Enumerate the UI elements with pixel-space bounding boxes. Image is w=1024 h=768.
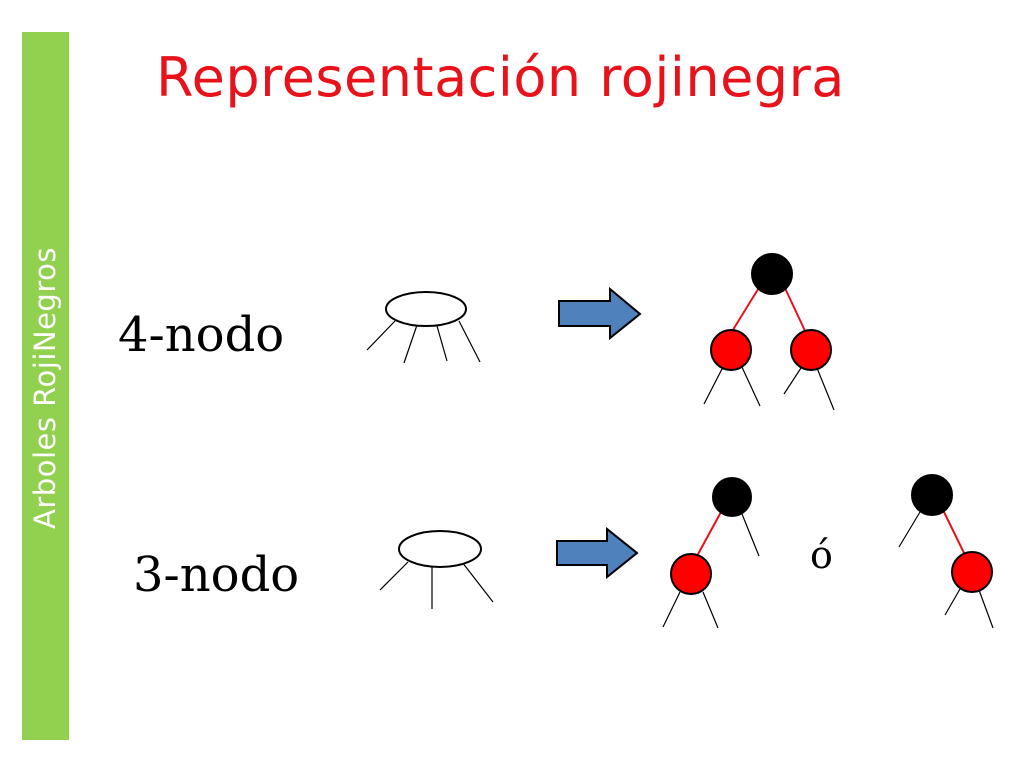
red-node xyxy=(670,553,712,595)
black-node xyxy=(712,477,752,517)
slide-title: Representación rojinegra xyxy=(156,46,845,109)
three-node-shape xyxy=(379,530,494,609)
three-node-label: 3-nodo xyxy=(133,547,300,603)
edge-left xyxy=(730,285,761,334)
four-node-rb-tree xyxy=(703,253,835,411)
black-node xyxy=(751,253,793,295)
three-node-rb-tree-right xyxy=(898,474,994,629)
four-node-label: 4-nodo xyxy=(118,307,285,363)
red-node-left xyxy=(710,329,752,371)
edge-right xyxy=(783,285,807,334)
four-node-child-1 xyxy=(366,320,396,351)
arrow-right-icon xyxy=(558,286,642,341)
four-node-child-4 xyxy=(458,320,481,363)
edge-left xyxy=(696,511,722,557)
arrow-right-icon xyxy=(556,526,639,580)
three-node-rb-tree-left xyxy=(662,477,760,629)
sidebar-bar xyxy=(22,32,69,740)
three-node-child-1 xyxy=(379,561,409,591)
four-node-ellipse xyxy=(385,291,467,327)
red-node xyxy=(951,551,993,593)
or-label: ó xyxy=(810,533,833,577)
four-node-shape xyxy=(366,291,481,364)
black-node xyxy=(911,474,953,516)
edge-right xyxy=(942,509,966,556)
red-node-right xyxy=(790,329,832,371)
three-node-child-3 xyxy=(461,561,494,603)
four-node-child-3 xyxy=(436,325,448,362)
four-node-child-2 xyxy=(403,324,418,364)
three-node-ellipse xyxy=(398,530,482,568)
